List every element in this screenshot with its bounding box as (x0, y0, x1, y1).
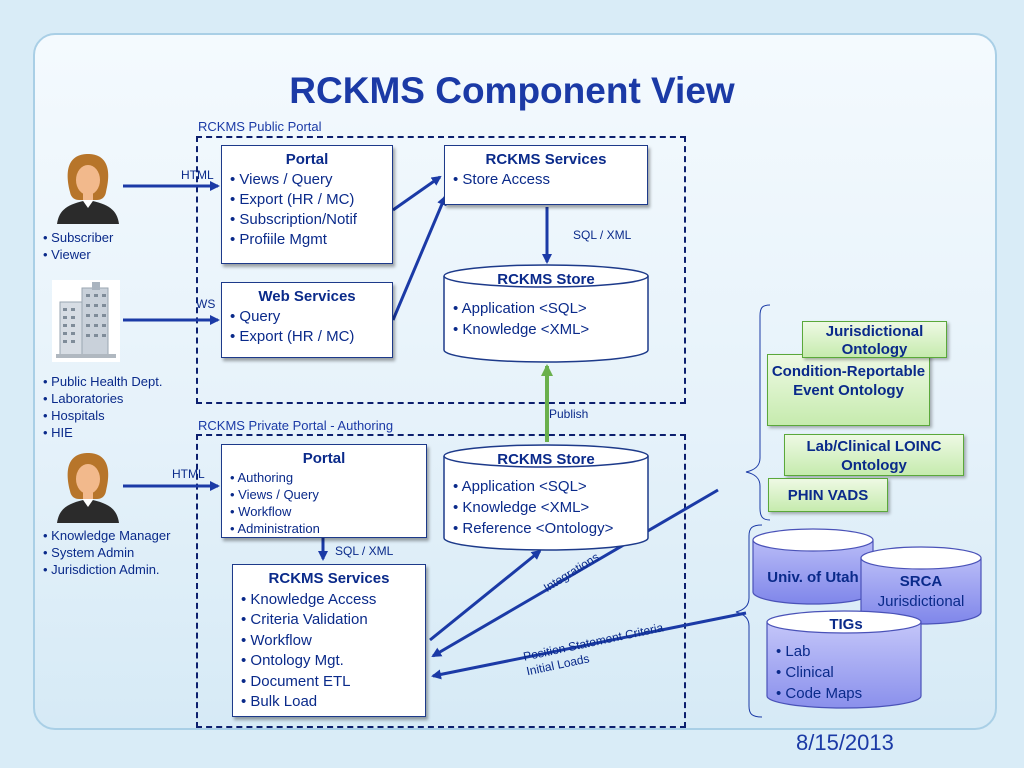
tigs-text: TIGs • Lab • Clinical • Code Maps (776, 614, 916, 704)
role-public-health: • Public Health Dept. (43, 374, 163, 389)
private-portal-heading: Portal (302, 450, 346, 467)
public-store-item: • Knowledge <XML> (453, 321, 590, 338)
role-knowledge-manager: • Knowledge Manager (43, 528, 171, 543)
private-store-item: • Application <SQL> (453, 478, 587, 495)
tigs-item: • Code Maps (776, 685, 863, 702)
private-store-heading: RCKMS Store (497, 451, 595, 468)
sql-xml-label-bottom: SQL / XML (335, 544, 394, 558)
subscriber-roles: • Subscriber • Viewer (43, 229, 113, 263)
building-icon (52, 280, 120, 362)
publish-label: Publish (549, 407, 589, 421)
srca-title: SRCA (899, 573, 943, 590)
srca-label: SRCA Jurisdictional (862, 572, 980, 612)
tigs-item: • Clinical (776, 664, 834, 681)
public-store-item: • Application <SQL> (453, 300, 587, 317)
private-store-cylinder: RCKMS Store • Application <SQL> • Knowle… (443, 444, 649, 552)
tigs-heading: TIGs (829, 616, 863, 633)
public-portal-item: • Export (HR / MC) (230, 191, 355, 208)
page-title: RCKMS Component View (289, 70, 735, 111)
public-services-heading: RCKMS Services (485, 151, 607, 168)
role-subscriber: • Subscriber (43, 230, 114, 245)
condition-ontology-label: Condition-Reportable Event Ontology (771, 363, 926, 399)
private-services-item: • Document ETL (241, 672, 351, 690)
private-services-item: • Knowledge Access (241, 590, 377, 608)
private-portal-item: • Workflow (230, 504, 292, 519)
public-portal-item: • Profiile Mgmt (230, 231, 327, 248)
web-services-item: • Query (230, 308, 281, 325)
subscriber-avatar-icon (57, 154, 119, 224)
private-services-item: • Ontology Mgt. (241, 652, 344, 669)
public-services-box: RCKMS Services • Store Access (444, 145, 648, 205)
public-store-heading: RCKMS Store (497, 271, 595, 288)
public-portal-item: • Subscription/Notif (230, 211, 357, 228)
web-services-box: Web Services • Query • Export (HR / MC) (221, 282, 393, 358)
sql-xml-label-top: SQL / XML (573, 228, 632, 242)
tigs-cylinder (766, 610, 922, 709)
private-services-item: • Criteria Validation (241, 611, 368, 628)
slide-date: 8/15/2013 (796, 730, 894, 755)
private-store-item: • Reference <Ontology> (453, 520, 614, 537)
private-services-item: • Workflow (241, 631, 312, 649)
public-store-shape (443, 264, 649, 363)
public-store-cylinder: RCKMS Store • Application <SQL> • Knowle… (443, 264, 649, 364)
public-portal-heading: Portal (285, 151, 329, 168)
knowledge-manager-roles: • Knowledge Manager • System Admin • Jur… (43, 527, 170, 578)
ws-label: WS (196, 297, 216, 311)
role-hie: • HIE (43, 425, 73, 440)
phin-vads-box: PHIN VADS (768, 478, 888, 512)
role-system-admin: • System Admin (43, 545, 135, 560)
role-viewer: • Viewer (43, 247, 91, 262)
private-services-item: • Bulk Load (241, 693, 318, 710)
private-portal-label: RCKMS Private Portal - Authoring (198, 418, 394, 433)
knowledge-manager-avatar-icon (57, 453, 119, 523)
role-jurisdiction-admin: • Jurisdiction Admin. (43, 562, 160, 577)
private-store-shape (443, 444, 649, 551)
jurisdictional-ontology-box: Jurisdictional Ontology (802, 321, 947, 358)
private-portal-item: • Authoring (230, 470, 294, 485)
jurisdictional-ontology-label: Jurisdictional Ontology (825, 323, 924, 358)
univ-utah-cylinder (752, 528, 874, 605)
web-services-item: • Export (HR / MC) (230, 328, 355, 345)
srca-cylinder (860, 546, 982, 625)
public-portal-region (196, 136, 686, 404)
html-label-bottom: HTML (172, 467, 205, 481)
private-portal-item: • Views / Query (230, 487, 319, 502)
public-services-item: • Store Access (453, 171, 550, 188)
lab-clinical-ontology-label: Lab/Clinical LOINC Ontology (806, 438, 942, 474)
private-portal-item: • Administration (230, 521, 320, 536)
srca-subtitle: Jurisdictional (877, 593, 965, 610)
lab-clinical-ontology-box: Lab/Clinical LOINC Ontology (784, 434, 964, 476)
public-portal-label: RCKMS Public Portal (198, 119, 322, 134)
web-services-heading: Web Services (258, 288, 356, 305)
public-portal-box: Portal • Views / Query • Export (HR / MC… (221, 145, 393, 264)
private-services-box: RCKMS Services • Knowledge Access • Crit… (232, 564, 426, 717)
private-store-item: • Knowledge <XML> (453, 499, 590, 516)
html-label-top: HTML (181, 168, 214, 182)
private-portal-box: Portal • Authoring • Views / Query • Wor… (221, 444, 427, 538)
role-hospitals: • Hospitals (43, 408, 105, 423)
condition-ontology-box: Condition-Reportable Event Ontology (767, 354, 930, 426)
role-laboratories: • Laboratories (43, 391, 124, 406)
public-portal-item: • Views / Query (230, 171, 333, 188)
public-health-roles: • Public Health Dept. • Laboratories • H… (43, 373, 162, 441)
univ-utah-label: Univ. of Utah (767, 569, 859, 586)
tigs-item: • Lab (776, 643, 811, 660)
private-services-heading: RCKMS Services (268, 570, 390, 587)
phin-vads-label: PHIN VADS (787, 487, 869, 504)
